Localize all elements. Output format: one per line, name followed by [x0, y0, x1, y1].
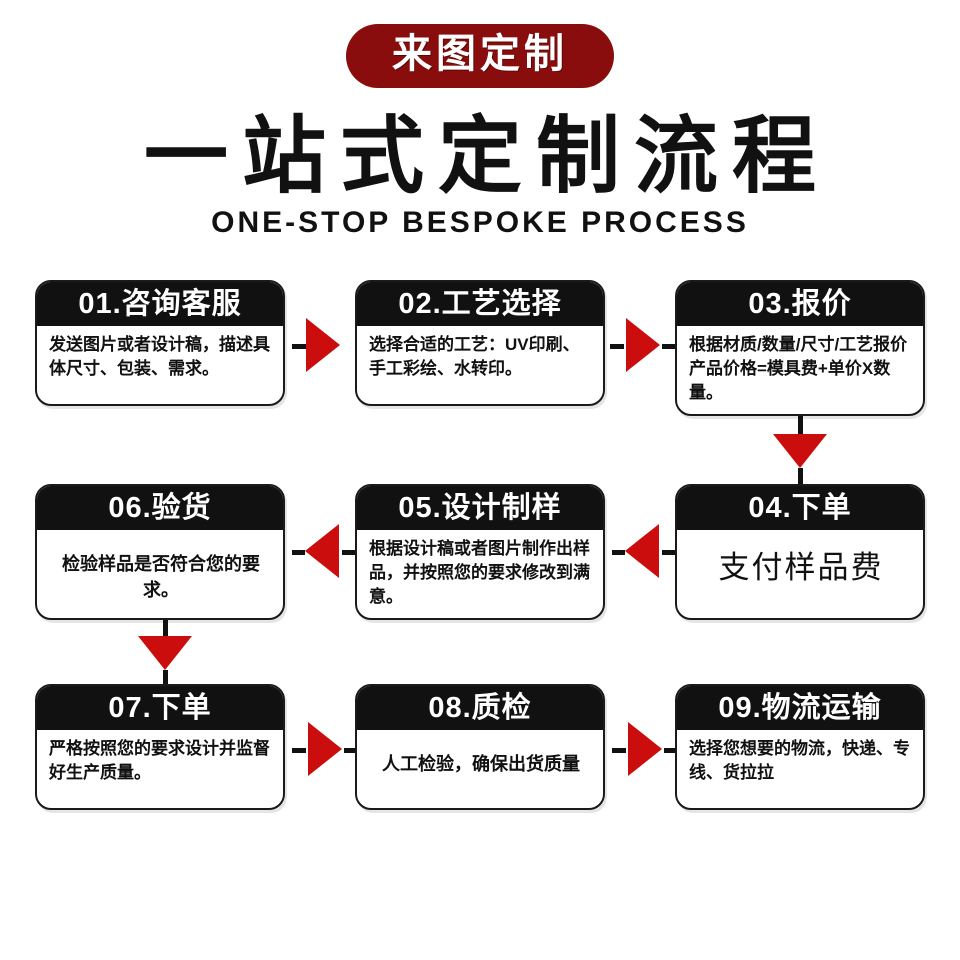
step-body-05: 根据设计稿或者图片制作出样品，并按照您的要求修改到满意。 — [369, 539, 590, 607]
connector-dash-04-top — [798, 468, 803, 486]
step-title-04: 04.下单 — [677, 486, 923, 530]
connector-dash-01-left — [292, 344, 306, 349]
step-card-08: 08.质检 人工检验，确保出货质量 — [355, 684, 605, 810]
step-card-03: 03.报价 根据材质/数量/尺寸/工艺报价产品价格=模具费+单价X数量。 — [675, 280, 925, 416]
arrow-05-to-06 — [305, 524, 339, 578]
step-card-02: 02.工艺选择 选择合适的工艺：UV印刷、手工彩绘、水转印。 — [355, 280, 605, 406]
step-body-01: 发送图片或者设计稿，描述具体尺寸、包装、需求。 — [49, 335, 270, 379]
badge-custom-from-image: 来图定制 — [346, 24, 614, 88]
page-subtitle: ONE-STOP BESPOKE PROCESS — [211, 206, 749, 239]
connector-dash-07-top — [163, 670, 168, 686]
step-title-06: 06.验货 — [37, 486, 283, 530]
process-flow-diagram: 01.咨询客服 发送图片或者设计稿，描述具体尺寸、包装、需求。 02.工艺选择 … — [0, 262, 960, 862]
arrow-08-to-09 — [628, 722, 662, 776]
step-title-07: 07.下单 — [37, 686, 283, 730]
arrow-02-to-03 — [626, 318, 660, 372]
step-card-04: 04.下单 支付样品费 — [675, 484, 925, 620]
step-body-02: 选择合适的工艺：UV印刷、手工彩绘、水转印。 — [369, 335, 580, 379]
connector-dash-07-right — [292, 748, 306, 753]
connector-dash-02-left — [610, 344, 624, 349]
step-title-08: 08.质检 — [357, 686, 603, 730]
connector-dash-06-bottom — [163, 620, 168, 636]
step-body-07: 严格按照您的要求设计并监督好生产质量。 — [49, 739, 270, 783]
connector-dash-04-left — [662, 550, 675, 555]
step-card-05: 05.设计制样 根据设计稿或者图片制作出样品，并按照您的要求修改到满意。 — [355, 484, 605, 620]
step-card-06: 06.验货 检验样品是否符合您的要求。 — [35, 484, 285, 620]
step-card-07: 07.下单 严格按照您的要求设计并监督好生产质量。 — [35, 684, 285, 810]
arrow-03-to-04 — [773, 434, 827, 468]
arrow-01-to-02 — [306, 318, 340, 372]
step-title-09: 09.物流运输 — [677, 686, 923, 730]
connector-dash-05-right — [612, 550, 625, 555]
arrow-06-to-07 — [138, 636, 192, 670]
connector-dash-08-right — [612, 748, 626, 753]
page-header: 来图定制 一站式定制流程 ONE-STOP BESPOKE PROCESS — [0, 0, 960, 240]
step-title-05: 05.设计制样 — [357, 486, 603, 530]
step-body-03: 根据材质/数量/尺寸/工艺报价产品价格=模具费+单价X数量。 — [689, 335, 908, 403]
step-body-06: 检验样品是否符合您的要求。 — [62, 554, 260, 600]
step-body-09: 选择您想要的物流，快递、专线、货拉拉 — [689, 739, 910, 783]
connector-dash-06-right — [292, 550, 305, 555]
arrow-04-to-05 — [625, 524, 659, 578]
step-title-03: 03.报价 — [677, 282, 923, 326]
connector-dash-03-bottom — [798, 416, 803, 434]
connector-dash-09-left — [664, 748, 675, 753]
step-card-01: 01.咨询客服 发送图片或者设计稿，描述具体尺寸、包装、需求。 — [35, 280, 285, 406]
step-body-04: 支付样品费 — [718, 550, 884, 585]
step-card-09: 09.物流运输 选择您想要的物流，快递、专线、货拉拉 — [675, 684, 925, 810]
page-title: 一站式定制流程 — [143, 109, 830, 203]
connector-dash-05-left — [342, 550, 355, 555]
connector-dash-02-right — [662, 344, 675, 349]
step-title-01: 01.咨询客服 — [37, 282, 283, 326]
step-title-02: 02.工艺选择 — [357, 282, 603, 326]
connector-dash-08-left — [344, 748, 355, 753]
arrow-07-to-08 — [308, 722, 342, 776]
step-body-08: 人工检验，确保出货质量 — [382, 754, 580, 774]
